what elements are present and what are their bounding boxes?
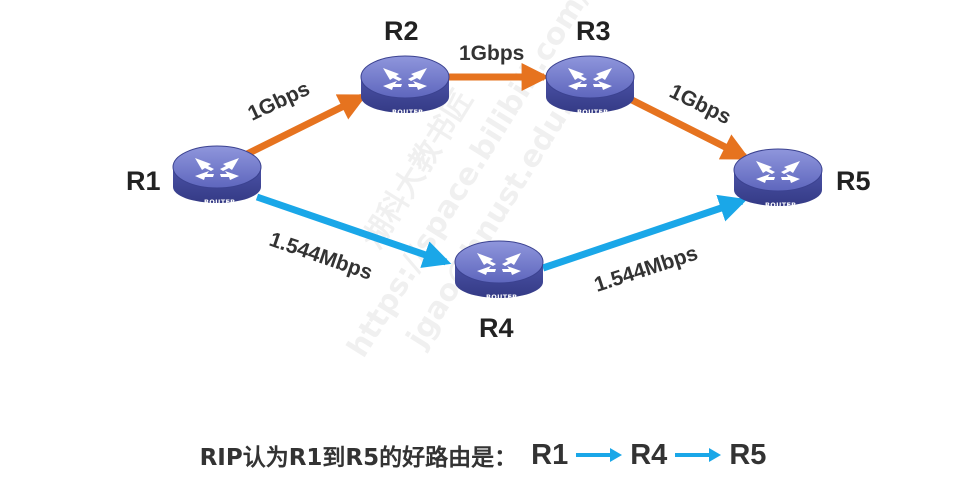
link-r4-r5: 1.544Mbps bbox=[541, 194, 748, 297]
router-r5-badge: ROUTER bbox=[765, 201, 797, 209]
router-r3-label: R3 bbox=[576, 16, 611, 46]
router-r1-label: R1 bbox=[126, 166, 161, 196]
link-r2-r3-bandwidth: 1Gbps bbox=[459, 42, 524, 65]
link-r2-r3: 1Gbps bbox=[445, 42, 550, 91]
conclusion-hop-2: R4 bbox=[630, 438, 668, 471]
router-r4-label: R4 bbox=[479, 313, 514, 343]
router-icon bbox=[545, 55, 635, 114]
router-r2-badge: ROUTER bbox=[392, 108, 424, 116]
conclusion-hop-1: R1 bbox=[531, 438, 569, 471]
conclusion-hop-3: R5 bbox=[729, 438, 767, 471]
router-icon bbox=[454, 240, 544, 299]
router-r3: ROUTER bbox=[545, 55, 635, 116]
router-r1-badge: ROUTER bbox=[204, 198, 236, 206]
router-icon bbox=[733, 148, 823, 207]
link-r1-r2-bandwidth: 1Gbps bbox=[244, 77, 313, 125]
router-r5: ROUTER bbox=[733, 148, 823, 209]
router-r4: ROUTER bbox=[454, 240, 544, 301]
router-icon bbox=[360, 55, 450, 114]
link-r1-r2: 1Gbps bbox=[241, 77, 368, 160]
right-arrow-icon bbox=[673, 445, 723, 465]
right-arrow-icon bbox=[574, 445, 624, 465]
router-r5-label: R5 bbox=[836, 166, 871, 196]
conclusion-prefix: RIP认为R1到R5的好路由是： bbox=[199, 445, 518, 471]
conclusion-line: RIP认为R1到R5的好路由是： R1 R4 R5 bbox=[0, 430, 966, 480]
link-r4-r5-bandwidth: 1.544Mbps bbox=[591, 242, 700, 297]
router-r3-badge: ROUTER bbox=[577, 108, 609, 116]
router-r2-label: R2 bbox=[384, 16, 419, 46]
router-r1: ROUTER bbox=[172, 145, 262, 206]
router-r4-badge: ROUTER bbox=[486, 293, 518, 301]
router-r2: ROUTER bbox=[360, 55, 450, 116]
link-r3-r5: 1Gbps bbox=[626, 80, 751, 161]
router-icon bbox=[172, 145, 262, 204]
